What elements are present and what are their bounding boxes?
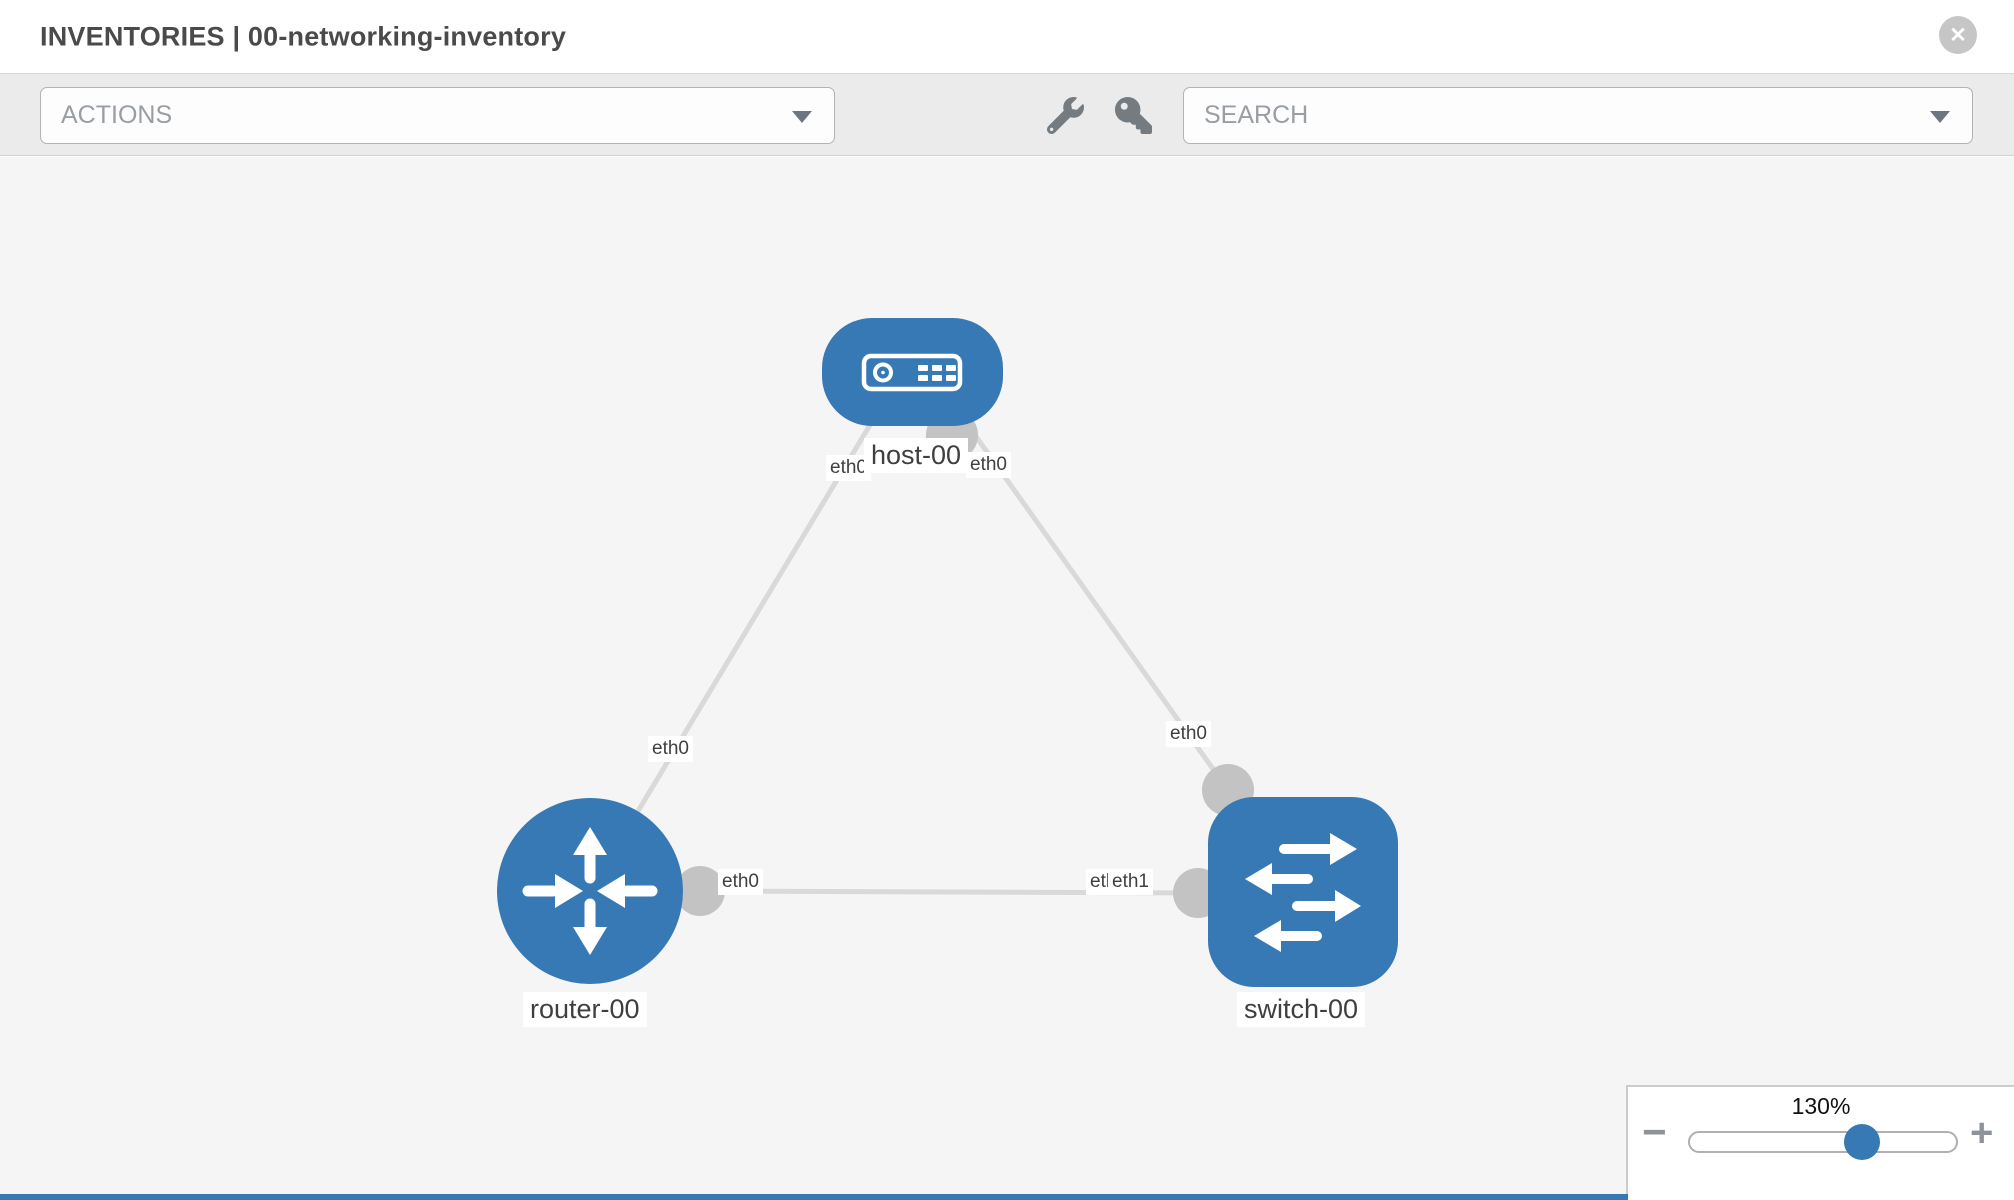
interface-dots bbox=[675, 409, 1254, 918]
zoom-out-button[interactable]: − bbox=[1642, 1111, 1667, 1153]
chevron-down-icon[interactable] bbox=[1930, 110, 1950, 123]
switch-node[interactable] bbox=[1208, 797, 1398, 987]
chevron-down-icon[interactable] bbox=[792, 110, 812, 123]
zoom-in-button[interactable]: + bbox=[1970, 1113, 1993, 1153]
search-box[interactable] bbox=[1183, 87, 1973, 144]
interface-label-router-eth0-side: eth0 bbox=[718, 869, 763, 895]
actions-input[interactable] bbox=[41, 88, 784, 143]
key-icon[interactable] bbox=[1115, 97, 1152, 134]
toolbar bbox=[0, 73, 2014, 156]
interface-dot-router-eth0[interactable] bbox=[675, 866, 725, 916]
interface-label-host-eth0-left: eth0 bbox=[826, 455, 871, 481]
topology-graph bbox=[497, 318, 1398, 987]
close-button[interactable]: ✕ bbox=[1939, 16, 1977, 54]
close-icon: ✕ bbox=[1949, 23, 1967, 47]
router-icon bbox=[522, 827, 658, 955]
switch-node-label: switch-00 bbox=[1237, 992, 1366, 1027]
interface-label-switch-eth0-up: eth0 bbox=[1166, 721, 1211, 747]
host-node-label: host-00 bbox=[864, 438, 969, 473]
zoom-level-label: 130% bbox=[1791, 1093, 1851, 1119]
zoom-panel: 130% − + bbox=[1626, 1085, 2014, 1200]
header: INVENTORIES | 00-networking-inventory ✕ bbox=[0, 0, 2014, 73]
router-node[interactable] bbox=[497, 798, 683, 984]
plus-icon: + bbox=[1970, 1111, 1994, 1155]
host-icon bbox=[861, 353, 963, 392]
interface-label-host-eth0-right: eth0 bbox=[966, 452, 1011, 478]
minus-icon: − bbox=[1642, 1108, 1667, 1155]
interface-label-switch-eth1-front: eth1 bbox=[1108, 869, 1153, 895]
wrench-icon[interactable] bbox=[1046, 97, 1084, 135]
page-title: INVENTORIES | 00-networking-inventory bbox=[40, 21, 567, 51]
search-input[interactable] bbox=[1184, 88, 1922, 143]
zoom-slider-handle[interactable] bbox=[1844, 1124, 1880, 1160]
interface-label-router-eth0-up: eth0 bbox=[648, 736, 693, 762]
actions-dropdown[interactable] bbox=[40, 87, 835, 144]
zoom-slider-track[interactable] bbox=[1688, 1131, 1958, 1153]
router-node-label: router-00 bbox=[523, 992, 647, 1027]
topology-canvas[interactable]: eth0 host-00 eth0 eth0 eth0 eth0 eth0 et… bbox=[0, 157, 2014, 1200]
host-node[interactable] bbox=[822, 318, 1003, 426]
switch-icon bbox=[1245, 833, 1361, 952]
bottom-bar bbox=[0, 1194, 1628, 1200]
